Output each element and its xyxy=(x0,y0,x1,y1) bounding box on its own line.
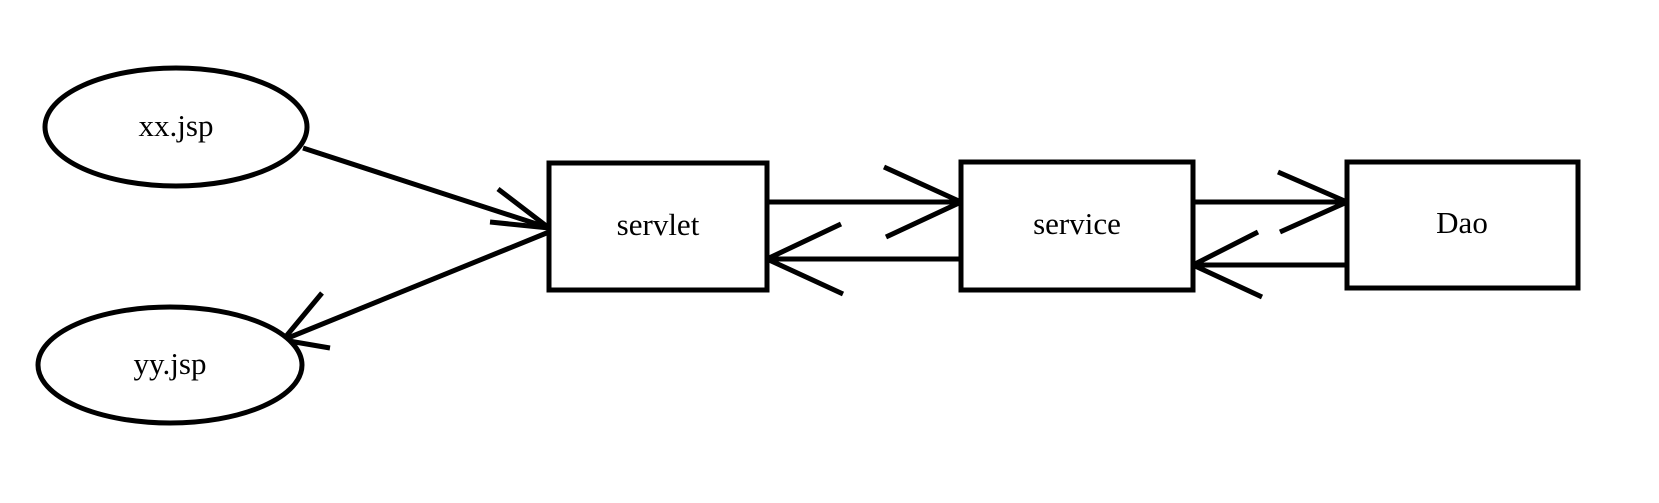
rect-service[interactable] xyxy=(958,159,1196,293)
rect-dao[interactable] xyxy=(1344,159,1581,291)
node-label-xx-jsp: xx.jsp xyxy=(139,108,214,143)
arrowhead-into-servlet-from-xxjsp xyxy=(489,187,558,232)
node-label-service: service xyxy=(1033,206,1121,241)
ellipse-xx-jsp[interactable] xyxy=(42,65,310,189)
node-label-dao: Dao xyxy=(1436,205,1488,240)
ellipse-yy-jsp[interactable] xyxy=(35,304,305,426)
node-label-servlet: servlet xyxy=(617,207,700,242)
edge-dao-to-service xyxy=(1187,229,1347,300)
edge-service-to-dao xyxy=(1193,169,1354,235)
node-servlet[interactable]: servlet xyxy=(546,160,770,293)
rect-servlet[interactable] xyxy=(546,160,770,293)
edge-service-to-servlet xyxy=(761,221,961,297)
node-label-yy-jsp: yy.jsp xyxy=(134,346,207,381)
node-yy-jsp[interactable]: yy.jsp xyxy=(35,304,305,426)
edge-servlet-to-yyjsp xyxy=(278,229,550,351)
edge-xxjsp-to-servlet xyxy=(302,145,558,232)
edge-line-xxjsp-to-servlet xyxy=(302,145,550,231)
node-service[interactable]: service xyxy=(958,159,1196,293)
node-dao[interactable]: Dao xyxy=(1344,159,1581,291)
edge-line-servlet-to-yyjsp xyxy=(282,229,550,343)
edge-servlet-to-service xyxy=(767,164,967,240)
node-xx-jsp[interactable]: xx.jsp xyxy=(42,65,310,189)
